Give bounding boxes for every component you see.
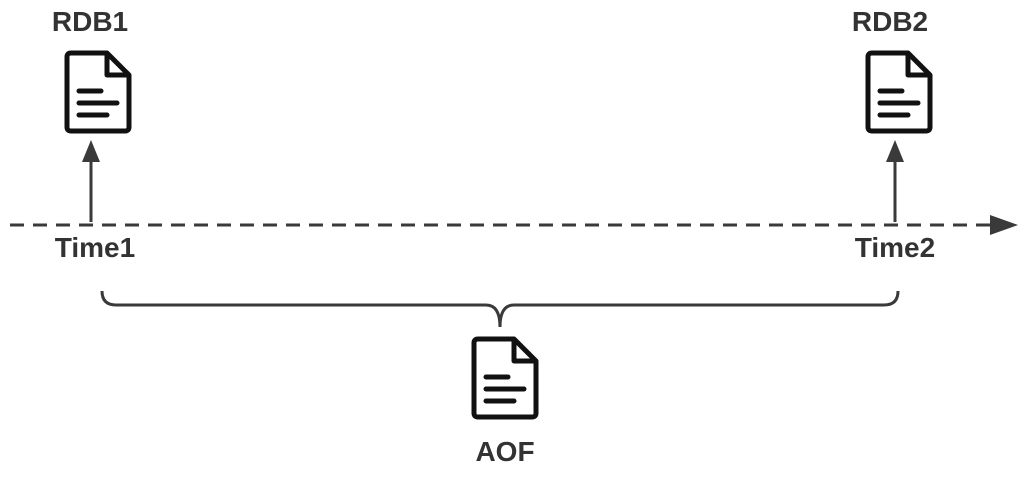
- document-icon: [865, 50, 933, 134]
- timeline-axis: [10, 215, 1018, 235]
- time-label-1: Time1: [54, 232, 136, 263]
- interval-brace: [100, 290, 900, 328]
- time-label-2: Time2: [854, 232, 936, 263]
- snapshot-arrow-1: [82, 140, 100, 222]
- snapshot-label-rdb2: RDB2: [851, 6, 929, 37]
- document-icon: [471, 336, 539, 420]
- timeline-arrowhead: [990, 215, 1018, 235]
- snapshot-arrow-2: [886, 140, 904, 222]
- document-icon: [64, 50, 132, 134]
- snapshot-label-rdb1: RDB1: [51, 6, 129, 37]
- log-label-aof: AOF: [475, 436, 535, 467]
